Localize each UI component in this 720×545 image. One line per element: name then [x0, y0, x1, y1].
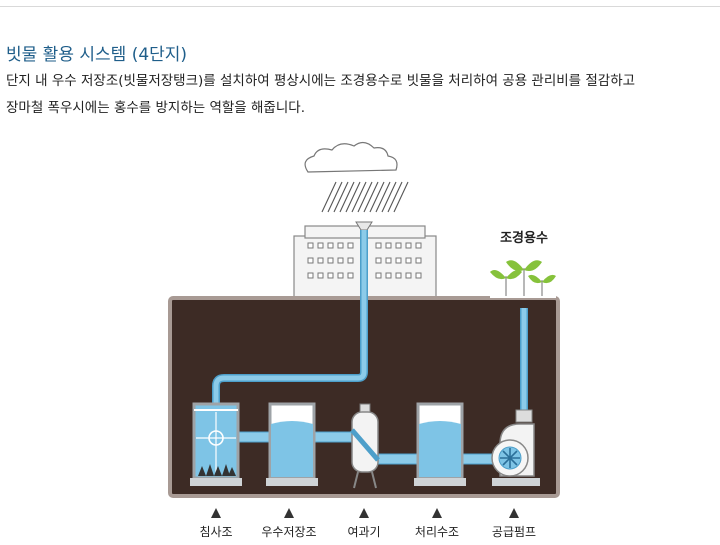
landscape-water-label: 조경용수 [500, 230, 548, 246]
treated-water-tank [414, 402, 466, 486]
section-title: 빗물 활용 시스템 (4단지) [6, 45, 188, 65]
filter-unit [350, 403, 380, 489]
stage-label-storage: 우수저장조 [261, 525, 316, 539]
stage-label-filter: 여과기 [347, 525, 380, 539]
stage-label-treated: 처리수조 [415, 525, 459, 539]
rain-icon [321, 181, 409, 213]
stage-label-sedimentation: 침사조 [199, 525, 232, 539]
description-line-1: 단지 내 우수 저장조(빗물저장탱크)를 설치하여 평상시에는 조경용수로 빗물… [6, 73, 636, 89]
stage-label-pump: 공급펌프 [492, 525, 536, 539]
plants-icon [490, 260, 556, 298]
stage-arrows [211, 508, 519, 518]
cloud-icon [304, 141, 398, 173]
top-divider [0, 6, 720, 7]
storage-tank [266, 402, 318, 486]
description-line-2: 장마철 폭우시에는 홍수를 방지하는 역할을 해줍니다. [6, 100, 305, 116]
sedimentation-tank [190, 402, 242, 486]
section-description: 단지 내 우수 저장조(빗물저장탱크)를 설치하여 평상시에는 조경용수로 빗물… [6, 68, 706, 122]
supply-pump [491, 409, 540, 486]
